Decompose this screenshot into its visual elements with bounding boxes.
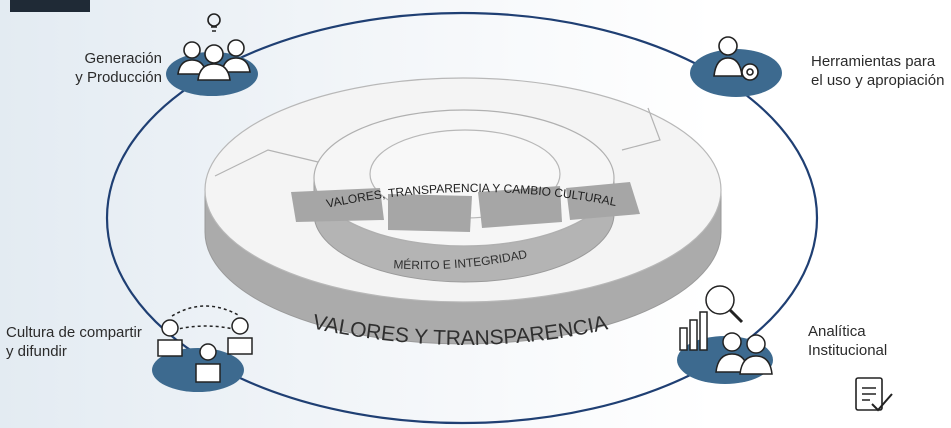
cycle-ellipse bbox=[105, 11, 819, 425]
document-check-icon bbox=[855, 377, 893, 412]
cultura-label: Cultura de compartir y difundir bbox=[6, 323, 142, 361]
analytics-magnifier-icon bbox=[679, 285, 773, 375]
corner-tab bbox=[10, 0, 90, 12]
generacion-label: Generación y Producción bbox=[64, 49, 162, 87]
generacion-label-line2: y Producción bbox=[75, 69, 162, 86]
inner-banner bbox=[291, 182, 640, 232]
cultura-label-line2: y difundir bbox=[6, 343, 67, 360]
analitica-label-line1: Analítica bbox=[808, 323, 866, 340]
herramientas-label-line2: el uso y apropiación bbox=[811, 72, 945, 89]
cultura-label-line1: Cultura de compartir bbox=[6, 324, 142, 341]
herramientas-label-line1: Herramientas para bbox=[811, 53, 936, 70]
herramientas-label: Herramientas para el uso y apropiación bbox=[811, 52, 944, 90]
people-lightbulb-icon bbox=[177, 13, 251, 81]
generacion-label-line1: Generación bbox=[84, 50, 162, 67]
analitica-label: Analítica Institucional bbox=[808, 322, 887, 360]
person-gear-icon bbox=[713, 36, 759, 81]
people-reading-icon bbox=[157, 305, 253, 383]
analitica-label-line2: Institucional bbox=[808, 342, 888, 359]
